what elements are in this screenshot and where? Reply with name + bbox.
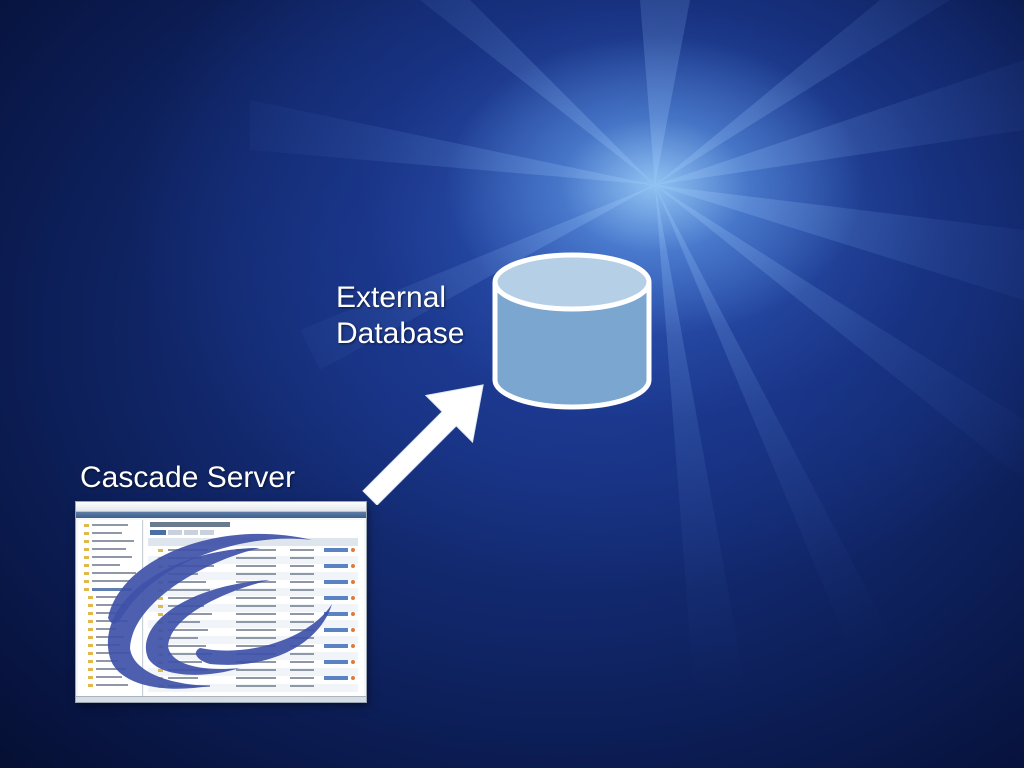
cascade-server-label: Cascade Server (80, 461, 296, 494)
screenshot-menubar (76, 512, 366, 518)
external-database-label: External Database (336, 280, 464, 352)
cascade-swirl-logo (107, 533, 332, 689)
database-cylinder-icon (492, 252, 652, 410)
arrow-up-right-icon (362, 384, 484, 505)
external-database-label-line2: Database (336, 317, 465, 350)
screenshot-topbar (76, 502, 366, 512)
external-database-label-line1: External (336, 281, 447, 314)
screenshot-statusbar (76, 696, 366, 702)
